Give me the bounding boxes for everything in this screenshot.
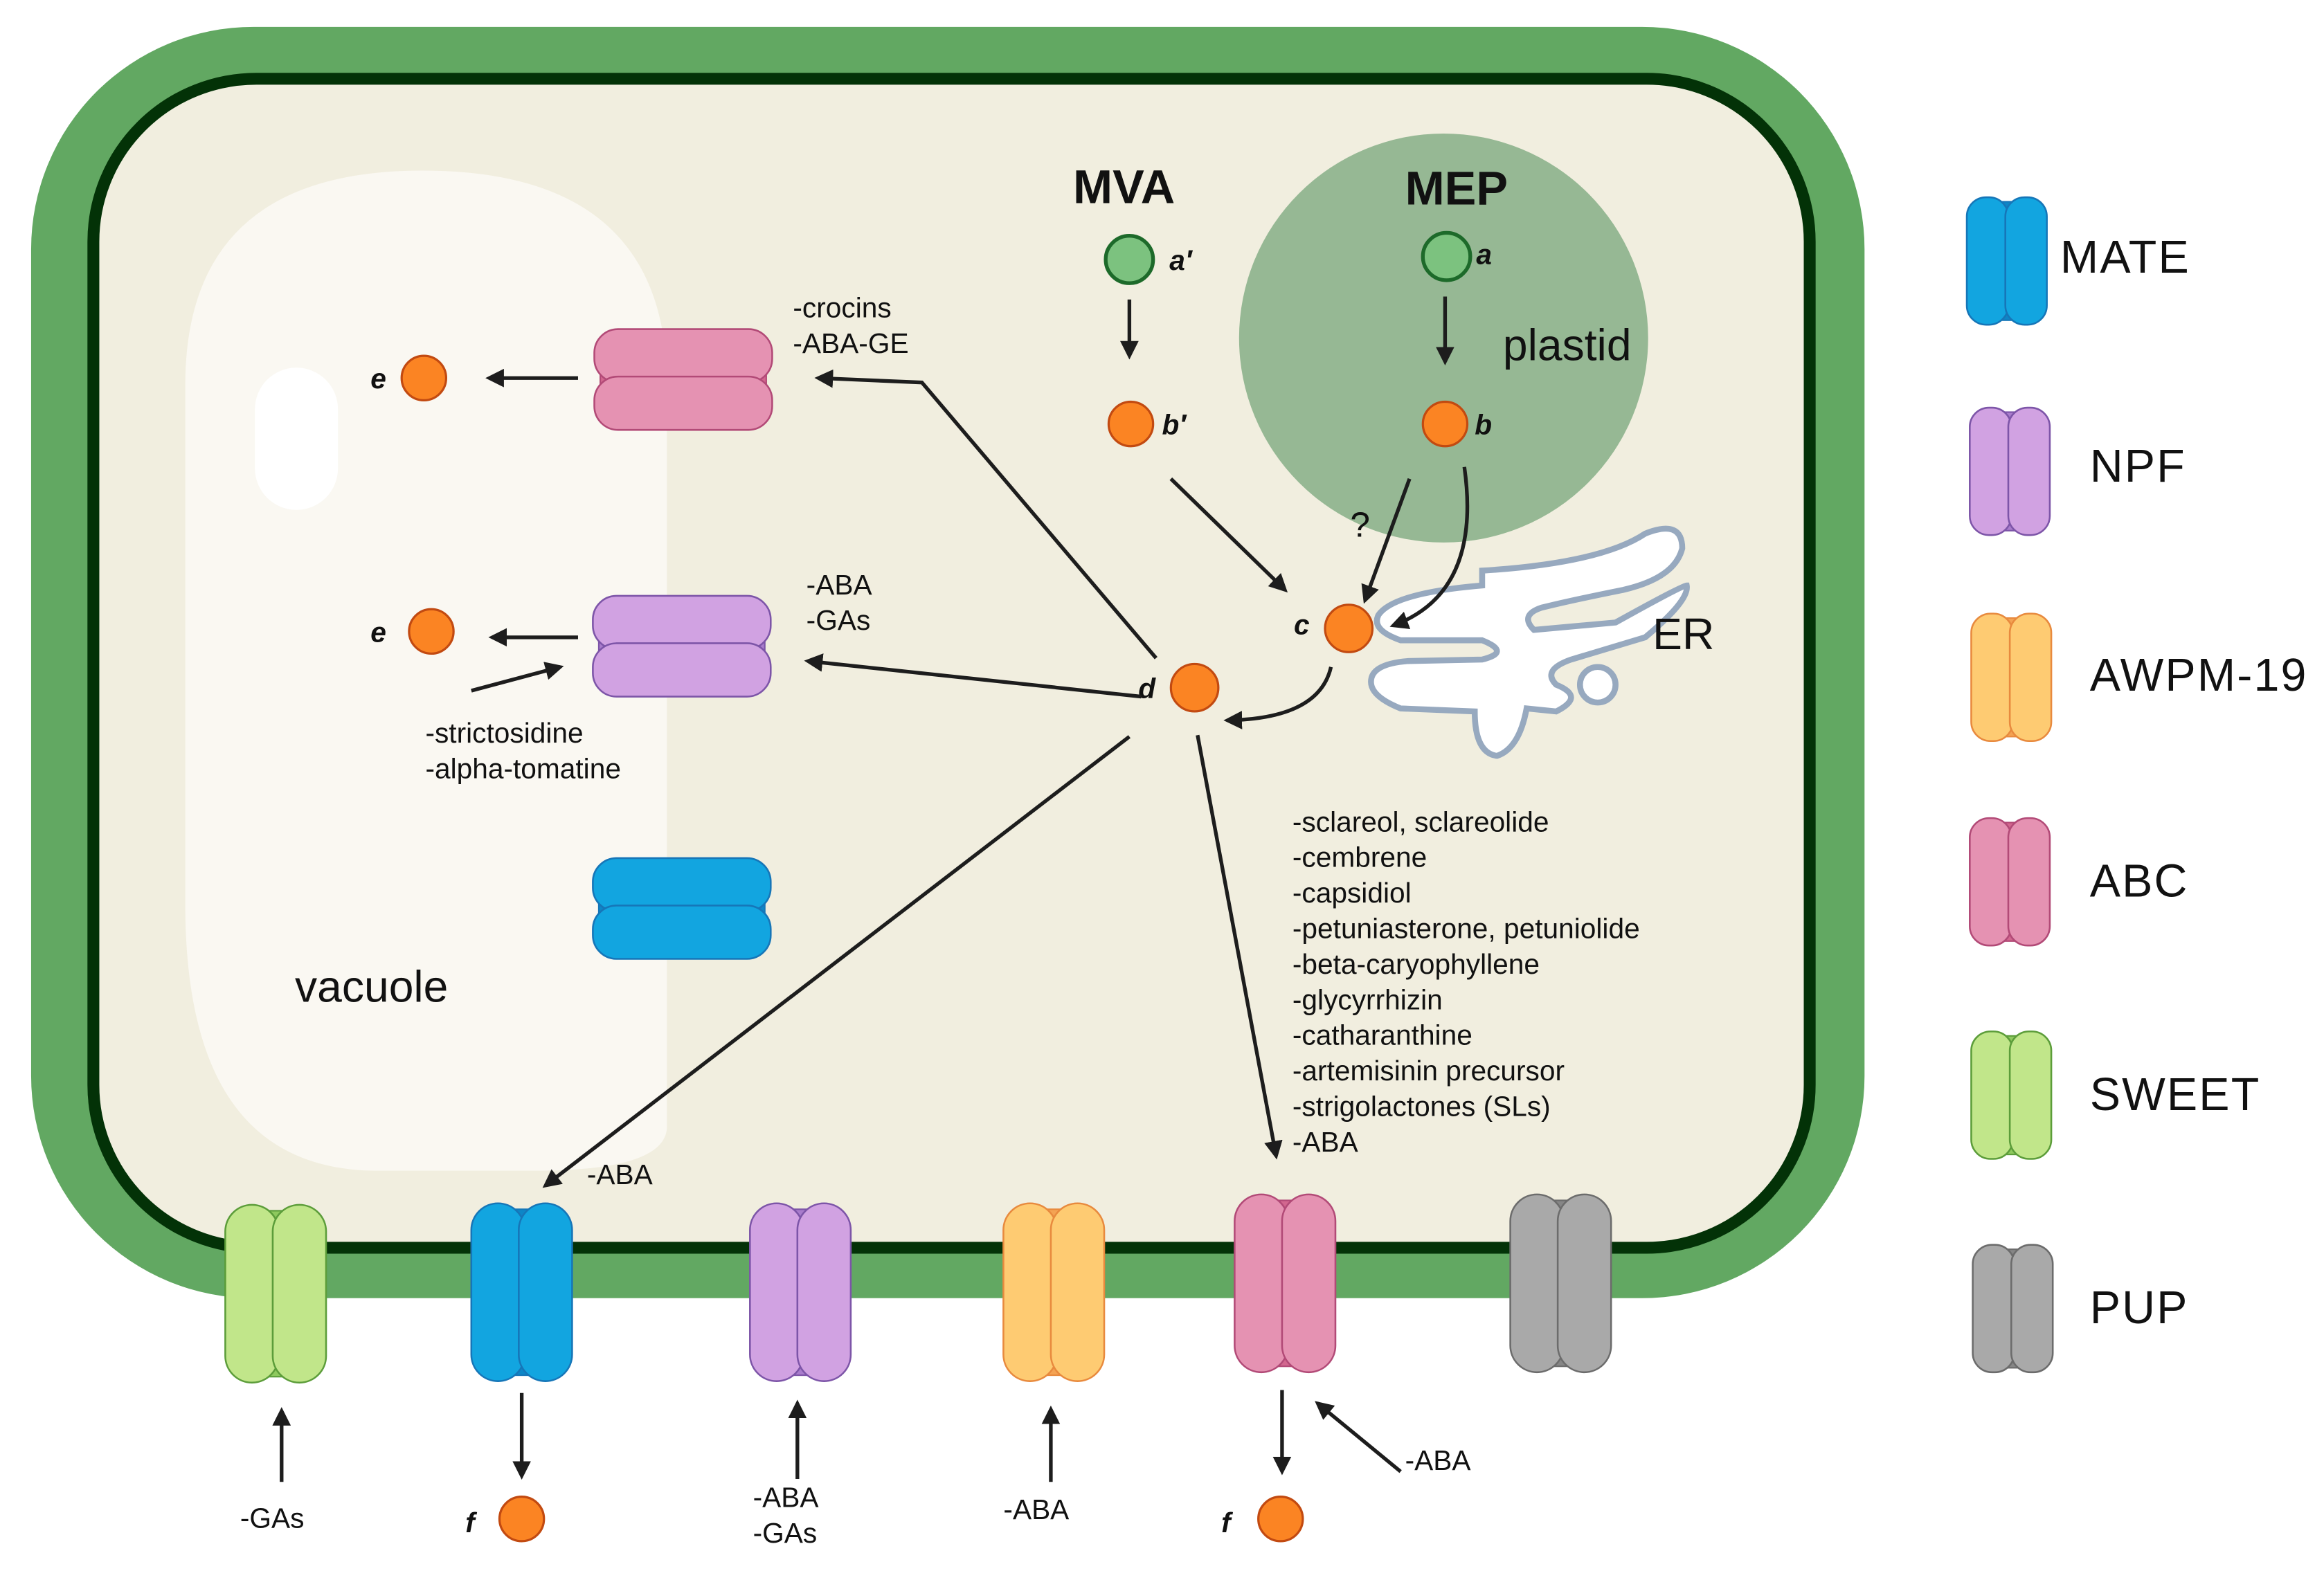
metabolite-e1-label: e: [370, 363, 386, 394]
legend-item-pup: PUP: [1972, 1244, 2189, 1372]
substrate-gas-sweet: -GAs: [240, 1502, 305, 1534]
metabolite-f1-label: f: [465, 1507, 477, 1538]
substrate-list-item: -beta-caryophyllene: [1292, 948, 1540, 980]
tonoplast-abc-transporter: [594, 329, 773, 430]
legend-item-awpm19: AWPM-19: [1971, 613, 2308, 741]
arrow-c-to-d: [1223, 666, 1333, 729]
legend-item-sweet: SWEET: [1971, 1031, 2261, 1159]
substrate-list-item: -cembrene: [1292, 842, 1427, 873]
legend-label: MATE: [2060, 232, 2190, 283]
substrate-list-item: -petuniasterone, petuniolide: [1292, 913, 1640, 945]
uncertain-mark: ?: [1350, 504, 1370, 544]
tonoplast-npf-transporter: [593, 595, 771, 697]
arrow-b-to-c-uncertain: [1361, 478, 1412, 604]
metabolite-f2-label: f: [1221, 1507, 1233, 1538]
substrate-list-item: -strigolactones (SLs): [1292, 1090, 1551, 1122]
tonoplast-mate-transporter: [593, 857, 771, 959]
arrow-d-to-abc-plasma: [1196, 734, 1283, 1160]
legend-item-abc: ABC: [1970, 818, 2189, 946]
metabolite-d-label: d: [1138, 673, 1156, 705]
legend-label: AWPM-19: [2090, 650, 2308, 701]
substrate-strictosidine: -strictosidine: [425, 717, 583, 749]
substrate-aba-mate: -ABA: [587, 1159, 654, 1190]
legend: MATE NPF AWPM-19 ABC SWEET PUP: [1967, 197, 2308, 1372]
arrow-d-to-npf-tonoplast: [804, 653, 1142, 699]
legend-label: SWEET: [2090, 1069, 2261, 1120]
substrate-aba-npf: -ABA: [807, 569, 873, 601]
plasma-mate-transporter: [471, 1203, 573, 1381]
substrate-aba-npf-plasma: -ABA: [753, 1482, 820, 1514]
mate-transporter-icon: [1967, 197, 2047, 325]
abc-transporter-icon: [1970, 818, 2050, 946]
substrate-aba-abc-import: -ABA: [1405, 1444, 1472, 1476]
legend-item-npf: NPF: [1970, 408, 2186, 536]
arrow-abc-import: [1315, 1401, 1402, 1473]
arrow-import-npf-tonoplast: [471, 662, 564, 693]
legend-label: PUP: [2090, 1282, 2189, 1334]
plastid-label: plastid: [1503, 320, 1632, 370]
substrate-list-item: -ABA: [1292, 1126, 1359, 1158]
metabolite-c: [1324, 603, 1374, 653]
arrow-d-to-mate-plasma: [542, 735, 1131, 1188]
mva-pathway-label: MVA: [1073, 161, 1175, 214]
plasma-sweet-transporter: [225, 1204, 327, 1383]
metabolite-a-prime-label: a′: [1169, 244, 1193, 276]
arrow-d-to-abc-tonoplast: [814, 369, 1158, 660]
metabolite-a: [1421, 230, 1472, 282]
plasma-awpm19-transporter: [1003, 1203, 1105, 1381]
abc-export-substrate-list: -sclareol, sclareolide -cembrene -capsid…: [1292, 806, 1640, 1157]
substrate-gas-npf-plasma: -GAs: [753, 1517, 818, 1549]
substrate-alpha-tomatine: -alpha-tomatine: [425, 752, 621, 784]
substrate-list-item: -artemisinin precursor: [1292, 1055, 1565, 1087]
substrate-crocins: -crocins: [793, 291, 891, 323]
metabolite-e2-label: e: [370, 616, 386, 648]
substrate-gas-npf: -GAs: [807, 604, 871, 636]
metabolite-f-1: [498, 1496, 546, 1543]
npf-transporter-icon: [1970, 408, 2050, 536]
mep-pathway-label: MEP: [1405, 162, 1508, 215]
metabolite-a-label: a: [1476, 238, 1492, 270]
substrate-list-item: -sclareol, sclareolide: [1292, 806, 1549, 837]
endoplasmic-reticulum: [1368, 525, 1690, 759]
metabolite-b: [1421, 400, 1469, 448]
arrow-b-to-c-er: [1389, 466, 1470, 629]
legend-label: NPF: [2090, 441, 2186, 492]
pup-transporter-icon: [1972, 1244, 2053, 1372]
substrate-list-item: -catharanthine: [1292, 1019, 1472, 1051]
arrow-b-prime-to-c: [1169, 477, 1288, 593]
metabolite-b-prime: [1107, 400, 1155, 448]
plasma-pup-transporter: [1510, 1194, 1612, 1372]
metabolite-c-label: c: [1294, 609, 1310, 641]
substrate-list-item: -glycyrrhizin: [1292, 983, 1443, 1015]
plasma-npf-transporter: [750, 1203, 851, 1381]
legend-item-mate: MATE: [1967, 197, 2190, 325]
metabolite-e-vacuole-1: [400, 354, 448, 401]
metabolite-d: [1169, 662, 1220, 713]
legend-label: ABC: [2090, 856, 2189, 907]
awpm19-transporter-icon: [1971, 613, 2052, 741]
er-label: ER: [1652, 609, 1714, 659]
metabolite-f-2: [1257, 1496, 1304, 1543]
metabolite-e-vacuole-2: [408, 608, 455, 655]
substrate-aba-awpm19: -ABA: [1003, 1493, 1070, 1525]
substrate-list-item: -capsidiol: [1292, 877, 1412, 909]
metabolite-b-prime-label: b′: [1162, 409, 1188, 441]
plasma-abc-transporter: [1234, 1194, 1335, 1372]
vacuole-label: vacuole: [295, 962, 448, 1012]
substrate-aba-ge: -ABA-GE: [793, 327, 908, 359]
metabolite-b-label: b: [1475, 409, 1492, 441]
metabolite-a-prime: [1104, 234, 1155, 285]
vacuole-inclusion: [255, 367, 339, 510]
sweet-transporter-icon: [1971, 1031, 2052, 1159]
